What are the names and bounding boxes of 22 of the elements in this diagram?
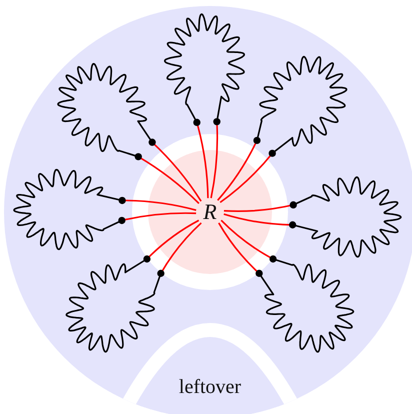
wiggly-loop (57, 63, 153, 158)
connector-line (118, 212, 196, 224)
wiggly-loop (66, 258, 162, 353)
connector-line (224, 213, 296, 228)
wiggly-loop (256, 56, 348, 154)
connector-line (118, 196, 196, 211)
center-label: R (196, 200, 224, 224)
connector-line (134, 153, 200, 204)
connector-line (210, 118, 220, 198)
connector-line (157, 222, 202, 277)
connector-line (217, 136, 261, 201)
connector-line (220, 220, 277, 263)
wiggly-loop (13, 168, 122, 250)
wiggly-loop (258, 258, 354, 353)
connector-line (218, 222, 263, 277)
connector-line (224, 201, 297, 212)
connector-line (143, 220, 200, 263)
connector-line (220, 150, 276, 204)
region-label: leftover (160, 374, 260, 400)
wiggly-loop (164, 13, 245, 123)
connector-line (193, 118, 209, 198)
connector-line (148, 138, 202, 202)
